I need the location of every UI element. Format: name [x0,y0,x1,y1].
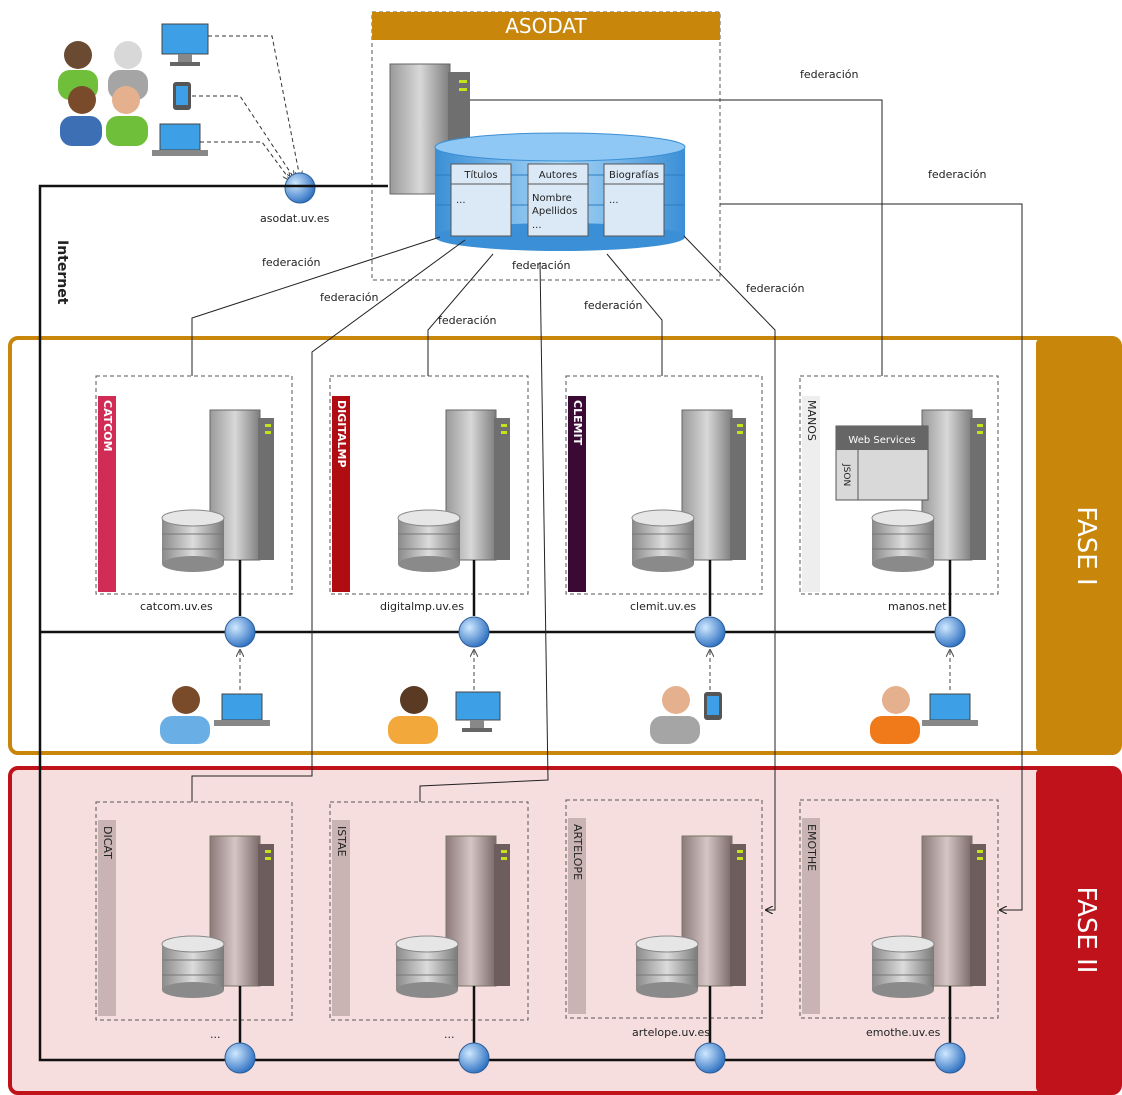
node-istae: ISTAE ... [329,801,529,1044]
table-titulos: Títulos ... [450,163,512,237]
svg-text:Biografías: Biografías [609,169,659,181]
globe-icon [458,616,490,648]
svg-text:manos.net: manos.net [888,600,947,613]
database-icon [631,509,695,572]
node-digitalmp: DIGITALMP digitalmp.uv.es [329,375,529,616]
table-autores: Autores Nombre Apellidos ... [527,163,589,237]
laptop-icon [214,693,270,726]
svg-text:ARTELOPE: ARTELOPE [571,824,584,880]
node-artelope: ARTELOPE artelope.uv.es [565,799,763,1044]
database-icon [161,509,225,572]
table-biografias: Biografías ... [603,163,665,237]
database-icon [871,509,935,572]
svg-text:MANOS: MANOS [805,400,818,441]
node-manos: MANOS Web Services JSON manos.net [799,375,999,616]
phase-1-users [160,686,978,744]
internet-backbone [38,184,948,1062]
desktop-icon [161,23,209,66]
svg-text:digitalmp.uv.es: digitalmp.uv.es [380,600,464,613]
svg-text:Títulos: Títulos [463,169,497,181]
svg-text:catcom.uv.es: catcom.uv.es [140,600,213,613]
phase-1-globes [224,616,966,648]
desktop-icon [455,691,501,732]
svg-text:federación: federación [584,299,642,312]
globe-icon [694,1042,726,1074]
web-services-box: Web Services JSON [835,425,929,501]
svg-text:federación: federación [746,282,804,295]
svg-text:artelope.uv.es: artelope.uv.es [632,1026,710,1039]
globe-icon [458,1042,490,1074]
svg-text:Autores: Autores [539,170,577,181]
device-links [192,35,300,180]
globe-icon [284,172,316,204]
svg-text:JSON: JSON [841,463,851,486]
tablet-icon [173,82,191,110]
svg-text:DICAT: DICAT [101,826,114,859]
globe-icon [934,616,966,648]
asodat-title: ASODAT [505,14,587,38]
federation-labels: federación federación federación federac… [262,68,986,327]
database-icon [871,935,935,998]
phase-1-title: FASE I [1071,506,1101,585]
svg-text:Web Services: Web Services [848,435,915,446]
svg-text:...: ... [444,1028,455,1041]
node-dicat: DICAT ... [95,801,293,1044]
server-icon [681,409,746,561]
node-catcom: CATCOM catcom.uv.es [95,375,293,616]
user-icon [160,686,210,744]
globe-icon [224,1042,256,1074]
phase-2-title: FASE II [1071,887,1101,974]
federation-arrows [192,99,1023,930]
svg-text:federación: federación [262,256,320,269]
server-icon [209,409,274,561]
server-icon [445,409,510,561]
phase-2-globes [224,1042,966,1074]
svg-text:Nombre: Nombre [532,193,572,204]
svg-text:...: ... [456,195,466,206]
node-clemit: CLEMIT clemit.uv.es [565,375,763,616]
node-emothe: EMOTHE emothe.uv.es [799,799,999,1044]
internet-label: Internet [54,240,70,305]
database-icon [161,935,225,998]
svg-text:...: ... [532,220,542,231]
svg-text:...: ... [609,195,619,206]
svg-text:ISTAE: ISTAE [335,826,348,857]
database-icon [395,935,459,998]
asodat-domain: asodat.uv.es [260,212,330,225]
svg-text:federación: federación [800,68,858,81]
user-icon [388,686,438,744]
svg-text:CATCOM: CATCOM [101,400,114,452]
svg-text:...: ... [210,1028,221,1041]
user-group-icon [58,41,148,146]
asodat-box: ASODAT [371,11,721,281]
svg-text:DIGITALMP: DIGITALMP [335,400,348,468]
database-icon [635,935,699,998]
svg-text:clemit.uv.es: clemit.uv.es [630,600,696,613]
tablet-icon [704,692,722,720]
svg-text:federación: federación [512,259,570,272]
user-icon [650,686,700,744]
svg-text:federación: federación [438,314,496,327]
svg-text:EMOTHE: EMOTHE [805,824,818,871]
globe-icon [694,616,726,648]
database-icon [397,509,461,572]
svg-text:federación: federación [320,291,378,304]
globe-icon [934,1042,966,1074]
svg-text:emothe.uv.es: emothe.uv.es [866,1026,941,1039]
user-icon [870,686,920,744]
svg-text:Apellidos: Apellidos [532,206,577,217]
globe-icon [224,616,256,648]
laptop-icon [152,123,208,156]
svg-text:federación: federación [928,168,986,181]
svg-text:CLEMIT: CLEMIT [571,400,584,446]
laptop-icon [922,693,978,726]
